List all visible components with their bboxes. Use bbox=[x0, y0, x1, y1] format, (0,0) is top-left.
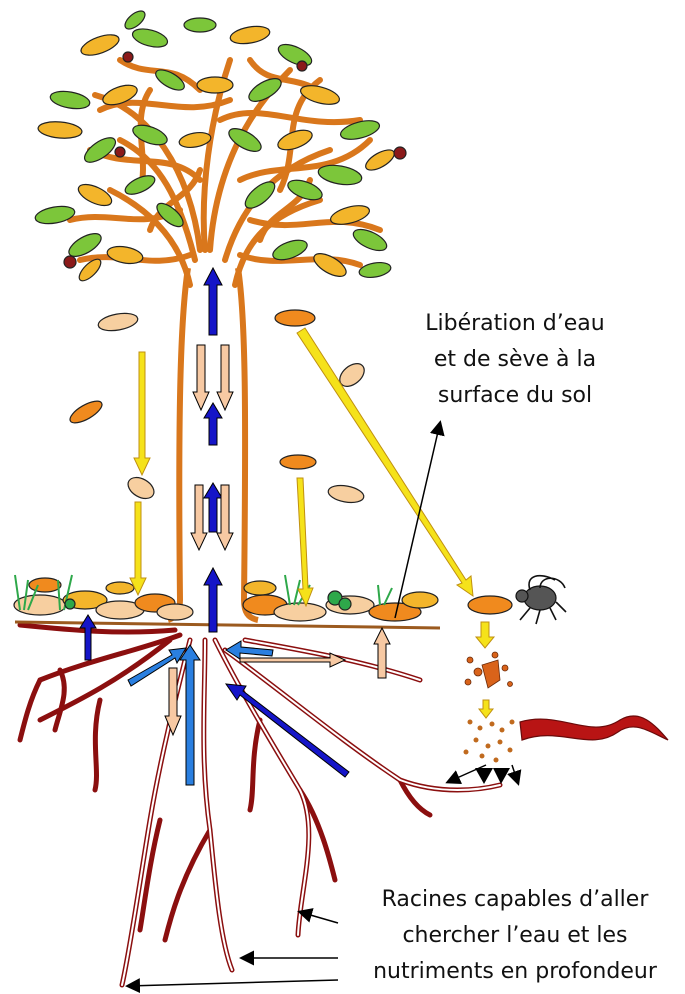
sap-down-arrows bbox=[165, 345, 390, 735]
nutrient-drop-arrows bbox=[475, 768, 510, 784]
tree-canopy bbox=[34, 8, 406, 285]
canopy-leaves bbox=[34, 8, 406, 284]
label-line: Libération d’eau bbox=[400, 306, 630, 342]
leaf-litter bbox=[14, 575, 440, 628]
falling-leaves bbox=[67, 310, 369, 505]
decomposing-leaf bbox=[468, 596, 512, 614]
earthworm-icon bbox=[520, 716, 668, 740]
label-deep-roots: Racines capables d’aller chercher l’eau … bbox=[345, 882, 685, 990]
decomposers bbox=[464, 576, 669, 784]
spider-icon bbox=[516, 576, 566, 624]
label-line: et de sève à la bbox=[400, 342, 630, 378]
label-line: Racines capables d’aller bbox=[345, 882, 685, 918]
soil-particles bbox=[464, 720, 515, 763]
label-line: surface du sol bbox=[400, 378, 630, 414]
label-line: nutriments en profondeur bbox=[345, 954, 685, 990]
fragmented-leaf-pieces bbox=[465, 652, 513, 688]
label-line: chercher l’eau et les bbox=[345, 918, 685, 954]
label-water-sap-release: Libération d’eau et de sève à la surface… bbox=[400, 306, 630, 414]
